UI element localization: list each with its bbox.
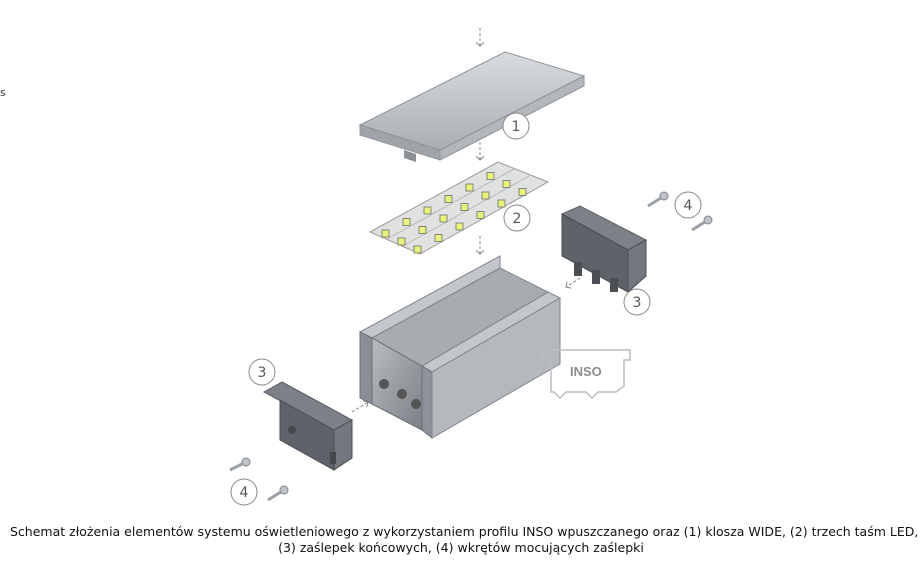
led-chip	[434, 234, 443, 242]
profile-cross-section: INSO	[542, 349, 631, 400]
led-chip	[439, 214, 448, 223]
led-chip	[381, 229, 390, 238]
svg-text:2: 2	[513, 211, 522, 227]
callout-4-right: 4	[674, 191, 702, 219]
led-chip	[486, 172, 495, 180]
caption-line-2: (3) zaślepek końcowych, (4) wkrętów mocu…	[278, 540, 644, 555]
led-chip	[476, 211, 485, 219]
callout-3-left: 3	[248, 358, 276, 386]
led-chip	[481, 191, 490, 200]
callout-3-right: 3	[623, 288, 651, 316]
inso-profile	[358, 255, 562, 440]
led-chip	[402, 218, 411, 226]
led-chip	[455, 222, 464, 231]
arrow-left-cap	[351, 402, 368, 413]
figure-caption: Schemat złożenia elementów systemu oświe…	[10, 524, 919, 556]
assembly-diagram: INSO 1 2 3 3 4 4	[229, 28, 713, 506]
diffuser-cover	[358, 51, 586, 162]
svg-text:1: 1	[512, 119, 521, 135]
led-chip	[423, 206, 432, 215]
led-chip	[460, 203, 469, 211]
led-chip	[497, 199, 506, 208]
callout-1: 1	[502, 112, 530, 140]
screw-icon	[691, 215, 713, 232]
led-chip	[397, 237, 406, 246]
stray-edge-text: s	[0, 86, 6, 99]
profile-label: INSO	[570, 364, 602, 379]
led-chip	[518, 188, 527, 196]
svg-text:4: 4	[240, 485, 249, 501]
end-cap-right	[560, 205, 648, 294]
caption-line-1: Schemat złożenia elementów systemu oświe…	[10, 524, 919, 539]
screw-icon	[647, 191, 669, 208]
led-chip	[444, 195, 453, 203]
svg-text:3: 3	[258, 365, 267, 381]
led-chip	[413, 245, 422, 254]
arrow-right-cap	[566, 277, 581, 287]
callout-2: 2	[503, 204, 531, 232]
led-chip	[502, 180, 511, 188]
svg-text:3: 3	[633, 295, 642, 311]
callout-4-left: 4	[230, 478, 258, 506]
svg-text:4: 4	[684, 198, 693, 214]
screw-icon	[229, 457, 251, 472]
screw-icon	[267, 485, 289, 502]
led-chip	[418, 226, 427, 234]
led-chip	[465, 183, 474, 192]
led-strips	[368, 161, 550, 255]
end-cap-left	[262, 381, 354, 471]
